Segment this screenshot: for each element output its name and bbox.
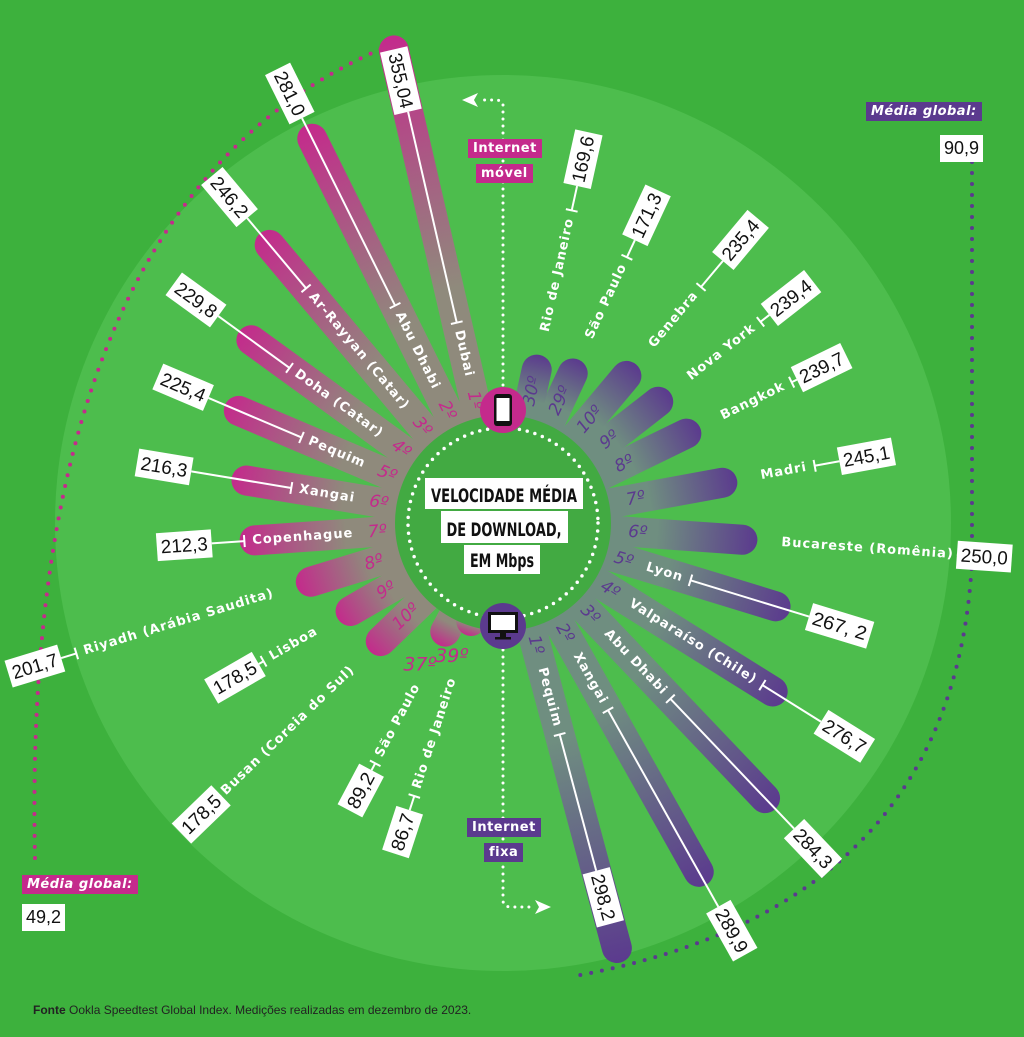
value-label: 212,3	[160, 534, 208, 558]
value-box	[563, 129, 603, 190]
mobile-series-label-1: Internet	[468, 139, 542, 158]
monitor-icon	[480, 603, 526, 649]
value-box	[4, 644, 66, 688]
rank-label: 37º	[403, 653, 436, 675]
value-box	[165, 272, 227, 328]
leader-line	[558, 734, 598, 871]
fixed-global-average-label: Média global:	[866, 102, 982, 121]
value-box	[155, 529, 213, 562]
leader-line	[626, 239, 636, 258]
value-box	[712, 209, 769, 271]
leader-line	[690, 579, 810, 618]
value-box	[813, 709, 876, 763]
value-box	[760, 270, 822, 326]
leader-line	[669, 698, 795, 830]
leader-tick	[695, 282, 707, 292]
chart-title: VELOCIDADE MÉDIA DE DOWNLOAD, EM Mbps	[425, 478, 583, 574]
leader-line	[370, 762, 377, 771]
leader-line	[814, 460, 840, 467]
value-box	[152, 363, 214, 411]
title-line-1: VELOCIDADE MÉDIA	[431, 484, 577, 507]
smartphone-icon	[480, 387, 526, 433]
mobile-global-average-guide	[32, 40, 400, 860]
leader-tick	[369, 759, 381, 768]
leader-line	[408, 795, 416, 811]
value-box	[955, 540, 1013, 573]
mobile-global-average-value: 49,2	[22, 904, 66, 931]
value-box	[265, 62, 315, 125]
value-box	[582, 867, 624, 928]
leader-line	[208, 397, 302, 439]
rank-label: 39º	[435, 645, 468, 667]
rank-label: 8º	[362, 550, 386, 575]
leader-line	[211, 540, 245, 545]
fixed-series-label-2: fixa	[484, 843, 524, 862]
leader-tick	[553, 731, 566, 737]
rank-label: 7º	[367, 521, 387, 542]
value-box	[836, 437, 897, 476]
rank-label: 6º	[368, 491, 390, 514]
leader-line	[301, 117, 396, 307]
bar-labels: 7º Copenhague 212,3	[155, 521, 387, 562]
leader-line	[191, 470, 292, 489]
leader-line	[791, 378, 798, 384]
leader-line	[759, 314, 770, 323]
mobile-arrow-head	[462, 93, 478, 107]
leader-line	[60, 652, 77, 660]
leader-tick	[687, 574, 694, 587]
value-box	[171, 785, 231, 844]
fixed-series-label-1: Internet	[467, 818, 541, 837]
city-label: Copenhague	[252, 526, 354, 548]
mobile-arrow-line	[476, 98, 505, 394]
mobile-global-average-label: Média global:	[22, 875, 138, 894]
leader-line	[570, 185, 579, 211]
value-box	[790, 342, 853, 393]
source-text: Ookla Speedtest Global Index. Medições r…	[69, 1003, 472, 1017]
rank-label: 6º	[628, 522, 648, 543]
leader-tick	[408, 793, 421, 799]
leader-line	[607, 709, 720, 908]
title-line-2: DE DOWNLOAD,	[447, 519, 562, 541]
leader-line	[407, 111, 458, 323]
footer-source: Fonte Ookla Speedtest Global Index. Medi…	[33, 1003, 471, 1017]
value-box	[201, 166, 258, 228]
rank-label: 7º	[625, 487, 647, 510]
value-box	[622, 184, 671, 247]
bar	[555, 550, 788, 707]
value-box	[804, 603, 875, 649]
value-box	[380, 46, 422, 115]
fixed-global-average-value: 90,9	[940, 135, 984, 162]
leader-line	[246, 217, 307, 289]
rank-label: 1º	[524, 633, 548, 656]
value-box	[783, 818, 843, 879]
value-box	[337, 763, 384, 818]
value-box	[204, 651, 266, 704]
value-box	[134, 448, 194, 486]
fixed-arrow-head	[535, 900, 551, 914]
bar	[239, 513, 439, 556]
mobile-series-label-2: móvel	[476, 164, 533, 183]
leader-line	[700, 260, 724, 288]
title-line-3: EM Mbps	[470, 550, 534, 572]
rank-label: 5º	[612, 548, 636, 573]
value-box	[706, 899, 758, 962]
value-box	[382, 805, 423, 859]
leader-line	[258, 660, 265, 665]
leader-line	[761, 684, 822, 723]
value-label: 250,0	[960, 546, 1008, 570]
leader-line	[217, 315, 291, 369]
source-label: Fonte	[33, 1003, 66, 1017]
